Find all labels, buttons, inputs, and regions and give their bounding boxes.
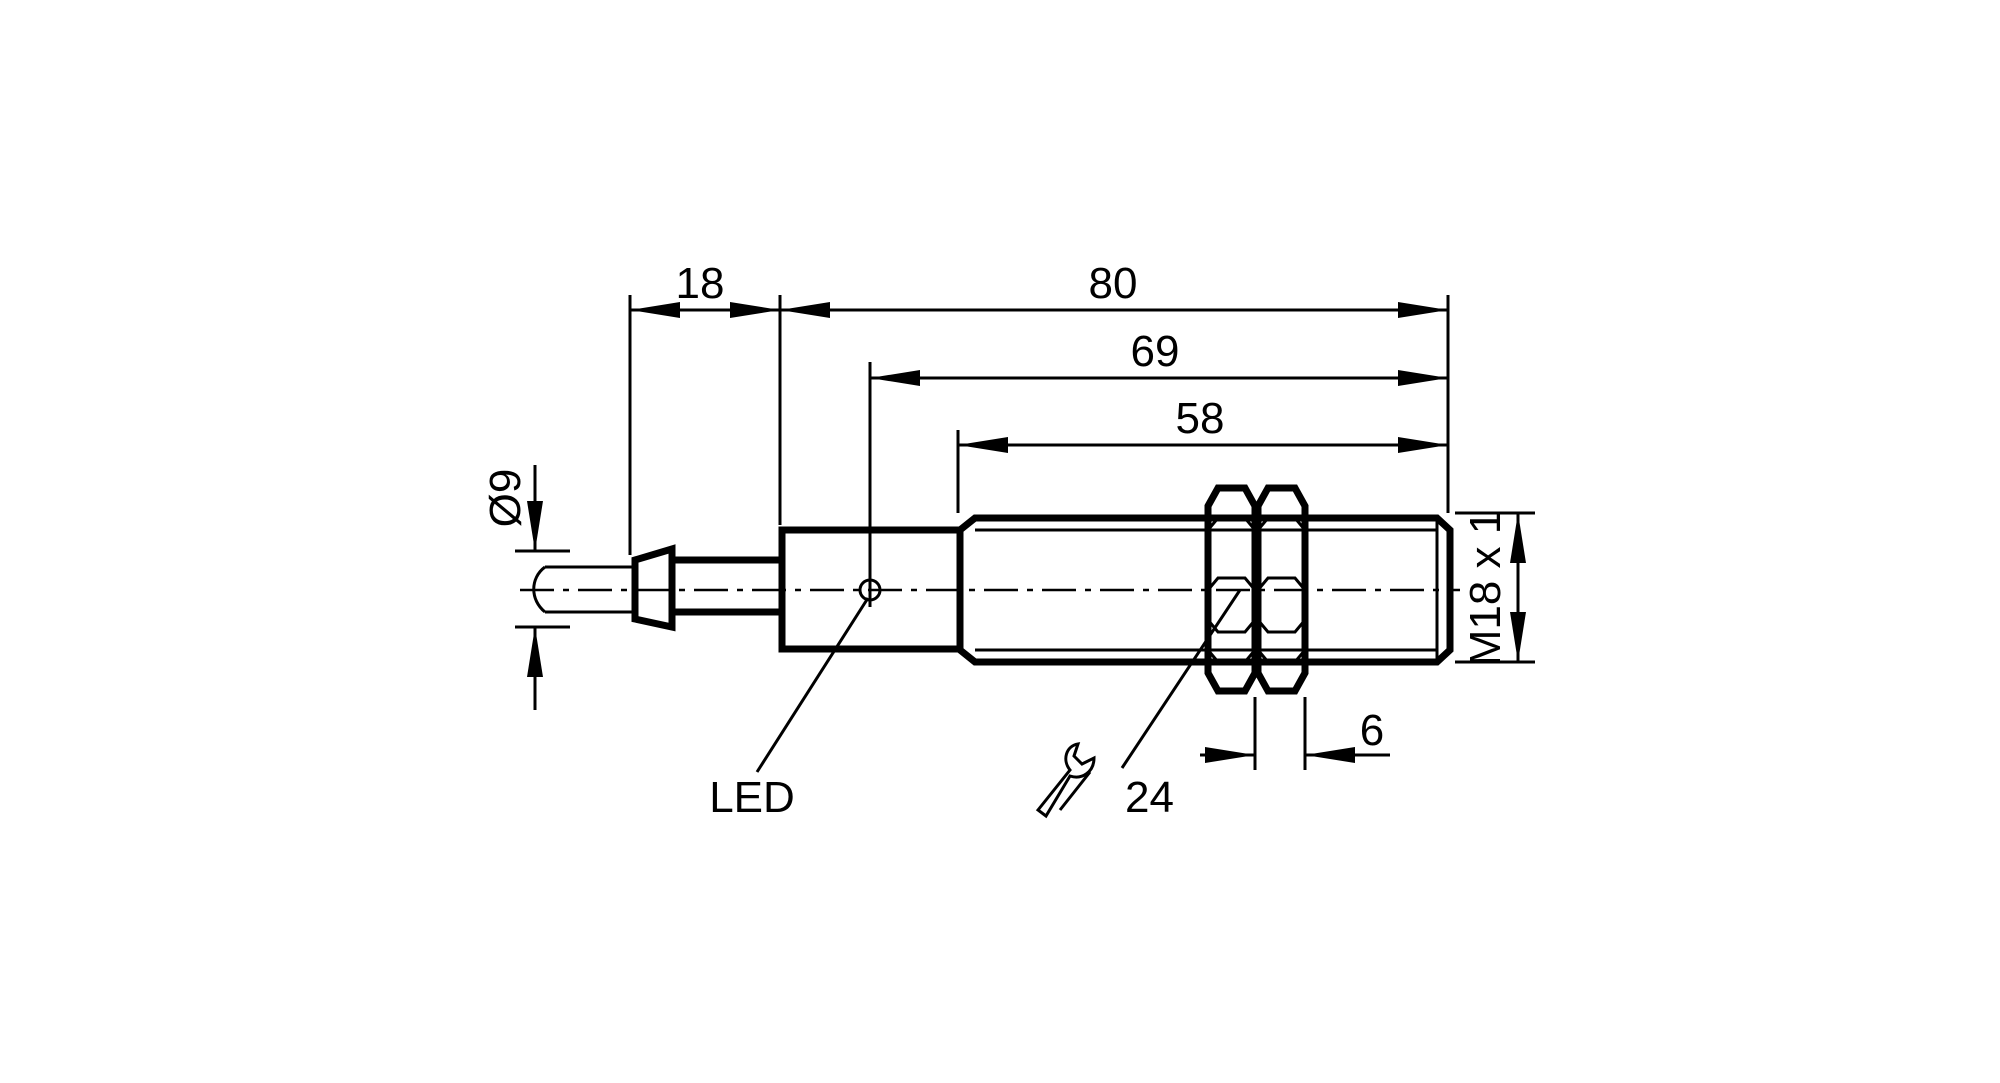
dimension-80-label: 80 [1089,259,1138,308]
dimension-58: 58 [958,394,1448,453]
dimension-69: 69 [870,327,1448,386]
led-label: LED [709,773,795,822]
dimension-18-label: 18 [676,259,725,308]
dimension-6: 6 [1200,706,1390,763]
dimension-diameter-9-label: Ø9 [481,469,530,528]
wrench-icon [1035,742,1096,819]
threaded-body [956,514,1454,666]
dimension-58-label: 58 [1176,394,1225,443]
dimension-80: 80 [780,259,1448,318]
sensor-body [520,484,1460,695]
dimension-18: 18 [630,259,780,318]
dimension-thread-label: M18 x 1 [1461,510,1510,667]
hex-nut-2 [1254,484,1309,695]
dimension-diameter-9: Ø9 [481,465,543,710]
dimension-6-label: 6 [1360,706,1384,755]
extension-lines [515,295,1535,770]
wrench-size-label: 24 [1125,773,1174,822]
cable-stub [672,556,782,616]
dimension-thread: M18 x 1 [1461,510,1526,667]
led-callout: LED [709,597,870,822]
dimension-69-label: 69 [1131,327,1180,376]
wrench-size-callout: 24 [1035,589,1242,822]
cable-gland [631,544,676,632]
